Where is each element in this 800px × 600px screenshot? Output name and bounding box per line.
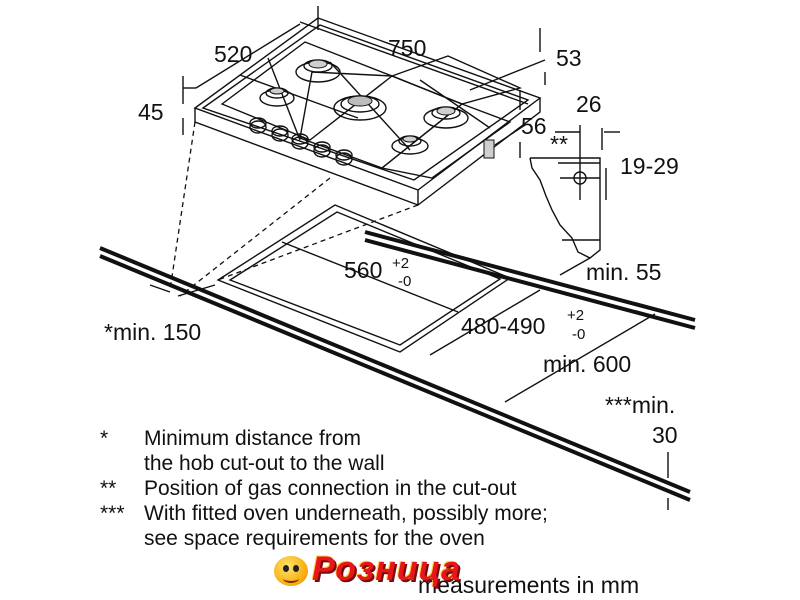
dimension-labels: 520 750 53 45 56 26 ** 19-29 560 +2 -0 4… [104, 35, 679, 448]
burner-front-left [259, 87, 295, 107]
legend-item: ** Position of gas connection in the cut… [100, 476, 660, 501]
legend: * Minimum distance from the hob cut-out … [100, 426, 660, 551]
legend-text-continued: the hob cut-out to the wall [144, 452, 385, 475]
legend-mark: * [100, 427, 109, 450]
dimension-lines-cutout [149, 241, 669, 510]
legend-text-continued: see space requirements for the oven [144, 527, 485, 550]
grid-bar [239, 74, 359, 119]
pan-support-center [299, 71, 464, 169]
dim-connector-height: 56 [521, 113, 547, 139]
units-note: measurements in mm [418, 572, 640, 598]
worktop-profile [529, 157, 601, 259]
legend-mark: *** [100, 502, 125, 525]
dim-pipe-height: 19-29 [620, 153, 679, 179]
pan-support-right-rear [390, 55, 523, 105]
dim-pipe-offset: 26 [576, 91, 602, 117]
grid-bar [329, 61, 411, 151]
grid-bar [419, 79, 491, 129]
dim-oven-min-label: ***min. [605, 392, 675, 418]
cutout-outer [216, 204, 512, 353]
legend-text: Minimum distance from [144, 427, 362, 450]
legend-mark: ** [100, 477, 117, 500]
watermark-text: Розница [312, 550, 462, 588]
dim-oven-min-value: 30 [652, 422, 678, 448]
burner-front-right [391, 135, 429, 155]
watermark-logo: Розница [272, 550, 532, 590]
dim-worktop-min: min. 600 [543, 351, 631, 377]
smiley-icon [274, 556, 308, 586]
pan-support-right-front [380, 103, 512, 179]
control-knobs [249, 117, 353, 166]
legend-text: With fitted oven underneath, possibly mo… [144, 502, 548, 525]
dim-wall-min: *min. 150 [104, 319, 201, 345]
worktop-back-edge-lower [99, 254, 691, 502]
dim-depth: 520 [214, 41, 252, 67]
grid-bar [267, 57, 301, 141]
worktop [99, 121, 696, 502]
dim-cutout-depth-tol-minus: -0 [572, 326, 585, 343]
worktop-front-right-edge-lower [364, 238, 696, 330]
bracket-marker: ** [550, 131, 568, 157]
gas-connector [483, 139, 495, 159]
dimension-lines-hob [182, 6, 546, 158]
dim-cutout-width: 560 [344, 257, 382, 283]
burner-rear-right [423, 106, 469, 129]
dim-cutout-width-tol-minus: -0 [398, 273, 411, 290]
dim-height: 45 [138, 99, 164, 125]
worktop-back-edge [99, 246, 691, 494]
dim-cutout-depth: 480-490 [461, 313, 545, 339]
cutout-inner [228, 211, 502, 346]
legend-text: Position of gas connection in the cut-ou… [144, 477, 517, 500]
burner-wok [333, 95, 387, 121]
legend-item: *** With fitted oven underneath, possibl… [100, 501, 660, 526]
dim-cutout-width-tol-plus: +2 [392, 255, 409, 272]
dim-cutout-depth-tol-plus: +2 [567, 307, 584, 324]
dim-width: 750 [388, 35, 426, 61]
side-profile-detail [529, 125, 620, 276]
hob [193, 17, 542, 206]
dim-top-margin: 53 [556, 45, 582, 71]
dim-front-min: min. 55 [586, 259, 661, 285]
burner-rear-left [295, 59, 341, 83]
hob-top-inner [201, 24, 530, 181]
legend-item: * Minimum distance from [100, 426, 660, 451]
